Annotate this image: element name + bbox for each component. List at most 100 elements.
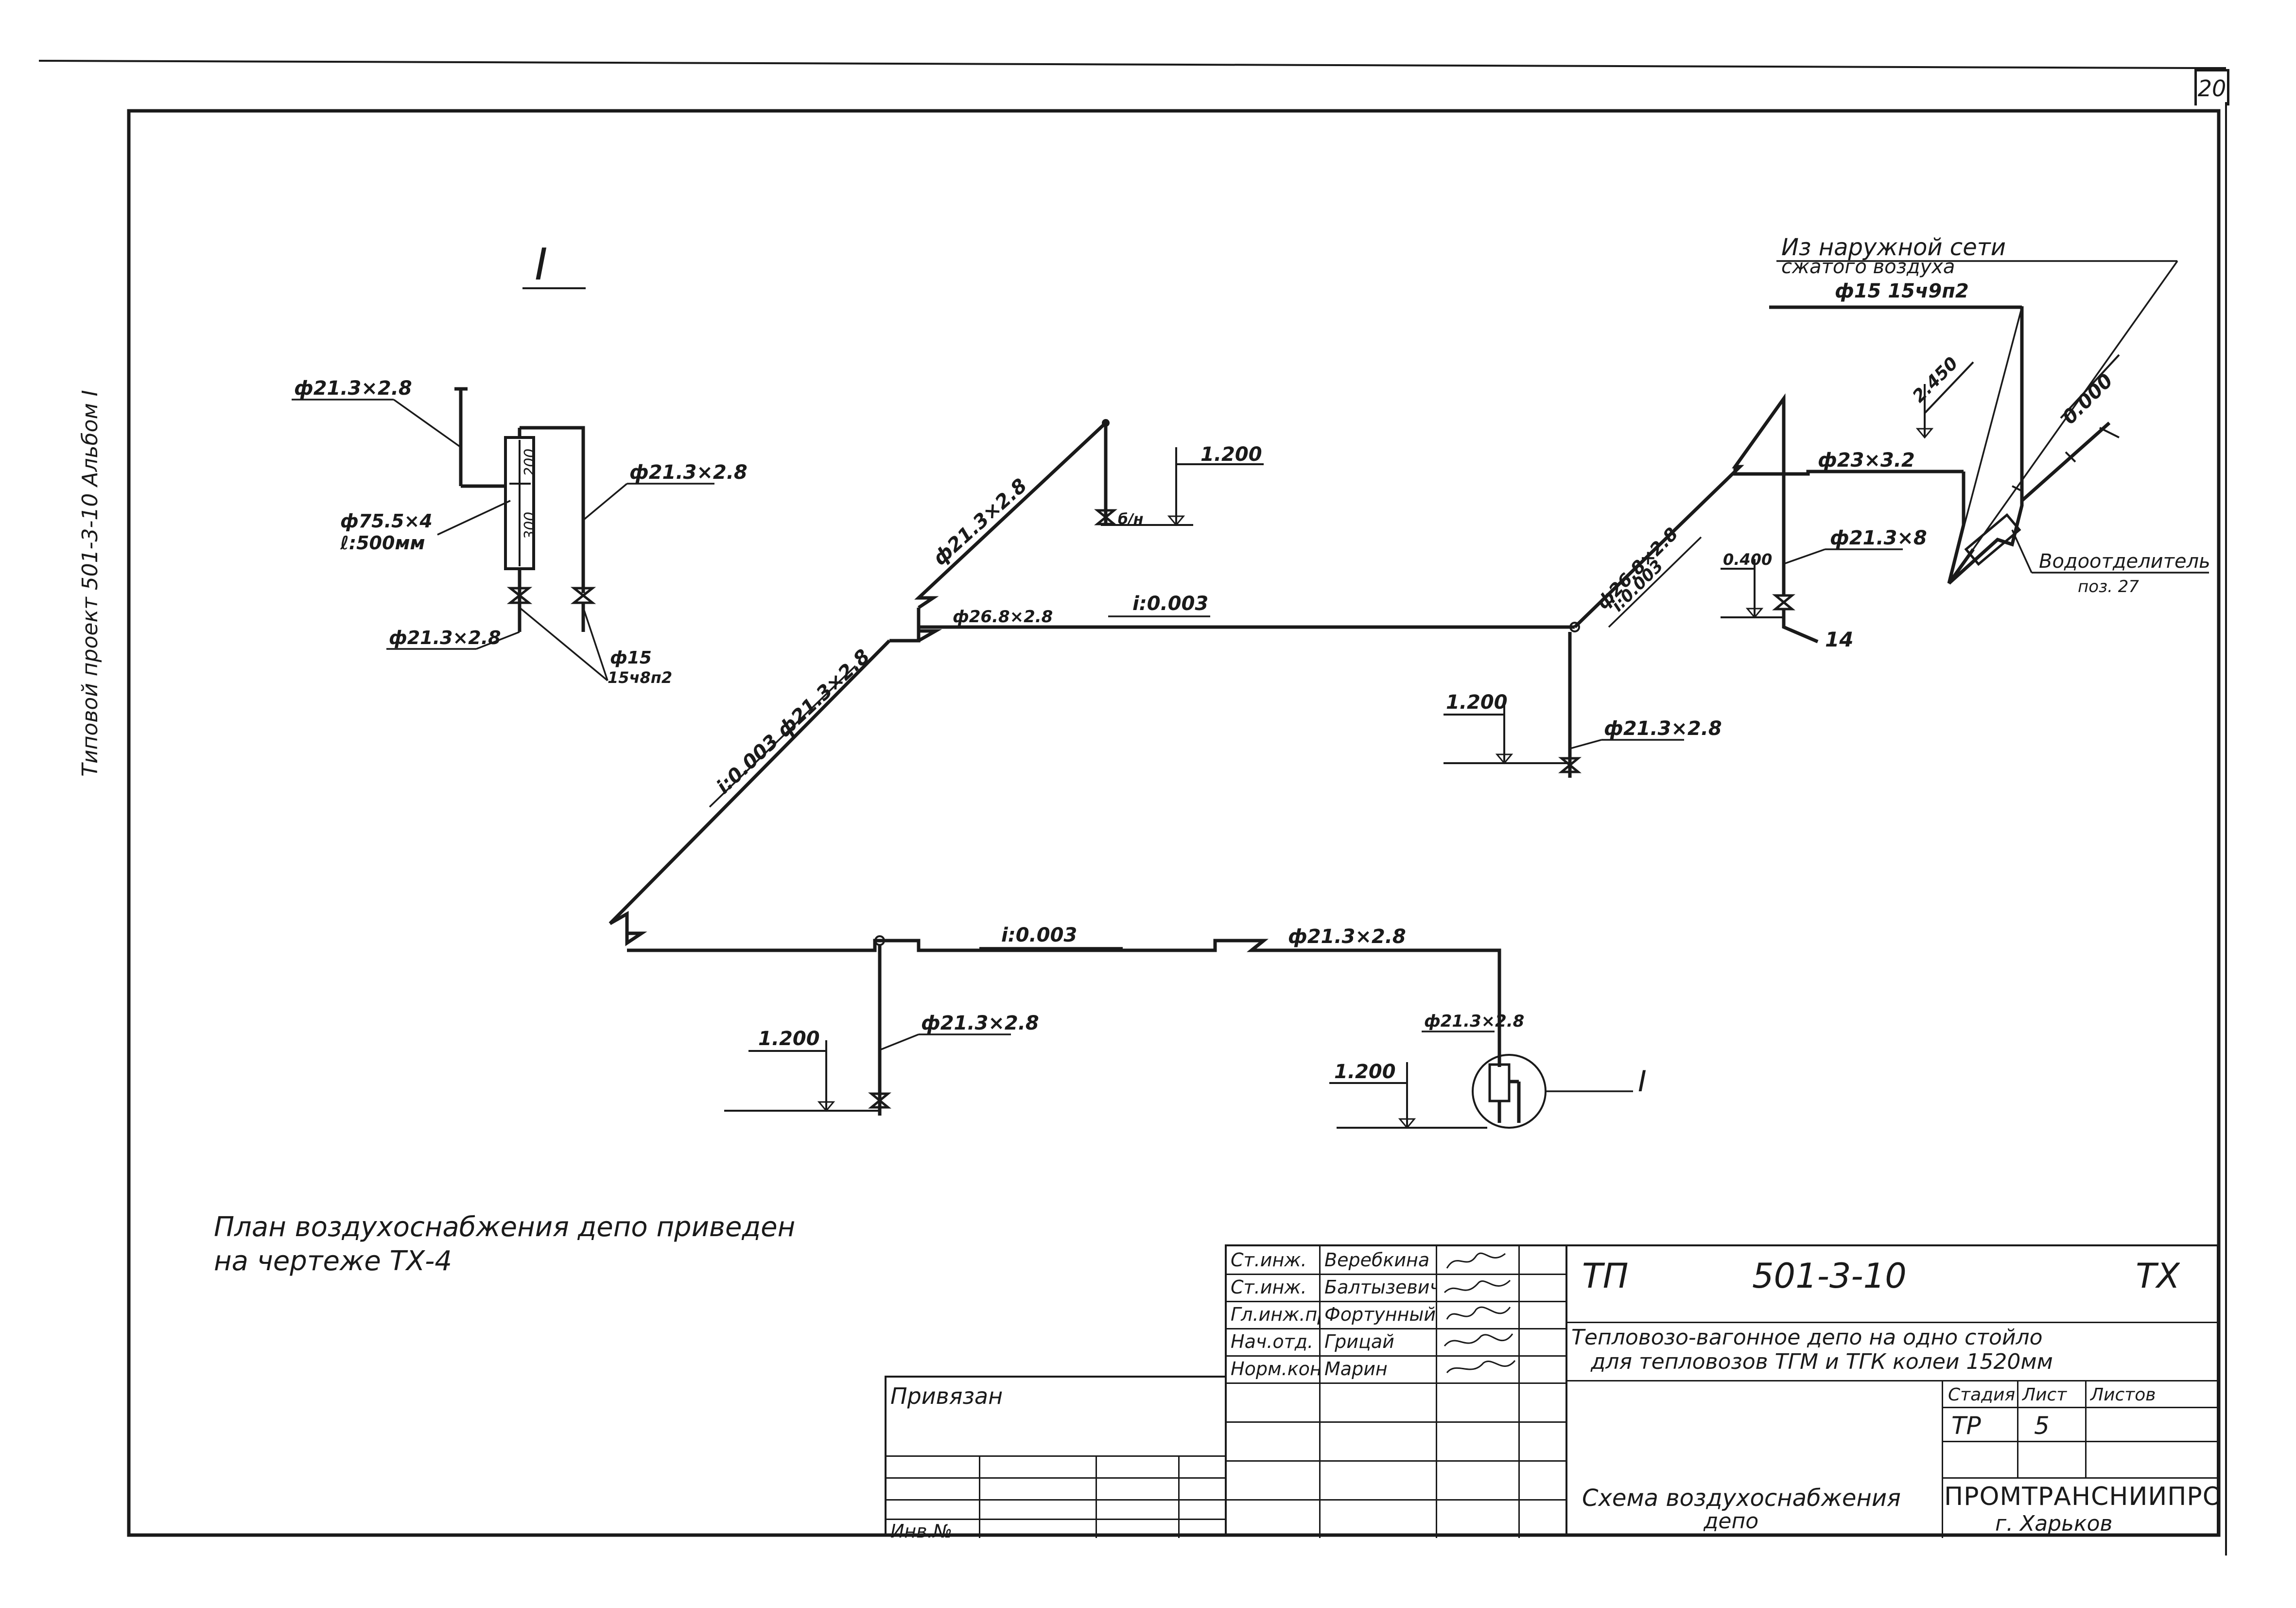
dim-200: 200 (522, 449, 539, 476)
organization: ПРОМТРАНСНИИПРОЕКТ (1944, 1482, 2219, 1511)
riser-top-node (1102, 419, 1110, 427)
valve-leader-left (519, 607, 609, 682)
riser-main (914, 419, 1108, 609)
bottom-break-2 (1250, 939, 1265, 952)
valve-note-2: 15ч8п2 (608, 668, 672, 687)
pipe-bottom-leader (476, 631, 520, 650)
detail-callout: I (1638, 1065, 1647, 1099)
bottom-pipe-label: ф21.3×2.8 (1288, 926, 1406, 948)
separator-outlet-cap (2099, 427, 2120, 438)
sig-role-2: Ст.инж. (1231, 1276, 1307, 1298)
separator-leader (2011, 529, 2033, 573)
stage-value: ТР (1951, 1412, 1981, 1440)
city: г. Харьков (1995, 1511, 2113, 1536)
sig-name-3: Фортунный (1324, 1304, 1436, 1325)
valve-14-outlet (1782, 609, 1819, 644)
elev-1200-top-mark (1167, 515, 1185, 526)
valve-leader-right (582, 607, 609, 681)
pipe-213a-label: ф21.3×8 (1830, 527, 1927, 549)
inv-label: Инв.№ (890, 1521, 953, 1542)
separator-inline-valve (2065, 451, 2076, 463)
pipe-213a-leader (1783, 548, 1826, 565)
sig-role-5: Норм.конт (1231, 1358, 1319, 1380)
drop-vessel (1488, 1063, 1511, 1102)
elev-2450-mark (1915, 428, 1934, 439)
sheet-header: Лист (2022, 1385, 2067, 1405)
drain-valve-right-icon (570, 587, 596, 604)
elev-1200-bl: 1.200 (758, 1028, 820, 1050)
sig-name-2: Балтызевич (1324, 1276, 1436, 1298)
project-title-1: Тепловозо-вагонное депо на одно стойло (1571, 1325, 2043, 1350)
drain-valve-left-icon (506, 587, 533, 604)
bound-label: Привязан (890, 1383, 1003, 1409)
plan-note: План воздухоснабжения депо приведен на ч… (214, 1210, 894, 1278)
diagonal-pipe (609, 639, 891, 925)
bottom-slope-label: i:0.003 (1001, 924, 1077, 946)
outlet-valve-top-icon (1094, 509, 1117, 525)
pipe-213c-label: ф21.3×2.8 (921, 1012, 1039, 1034)
valve-14-label: 14 (1825, 628, 1853, 651)
top-trim-line (38, 60, 2197, 69)
elev-1200-br: 1.200 (1334, 1061, 1396, 1083)
diag-pipe-label: i:0.003 ф21.3×2.8 (712, 645, 874, 798)
pipe-213d-label: ф21.3×2.8 (1424, 1012, 1524, 1031)
bottom-left-valve-icon (868, 1092, 891, 1109)
sheet-value: 5 (2034, 1412, 2050, 1440)
detail-mark: I (535, 239, 548, 290)
inlet-pipe-leader (1948, 307, 2023, 584)
signature-panel: Ст.инж. Веребкина Ст.инж. Балтызевич Гл.… (1225, 1244, 1567, 1538)
stage-header: Стадия (1948, 1385, 2016, 1405)
pipe-top-label: ф21.3×2.8 (294, 377, 412, 400)
pipe-213b-label: ф21.3×2.8 (1604, 717, 1722, 740)
elev-1200-mid-mark (1495, 753, 1513, 765)
sheet-number: 20 (2194, 69, 2229, 105)
separator-bypass (1948, 306, 2024, 585)
sig-role-4: Нач.отд. (1231, 1331, 1314, 1352)
bottom-header (627, 939, 1501, 1067)
pipe-right-leader (582, 483, 628, 521)
sig-name-4: Грицай (1324, 1331, 1394, 1352)
pipe-right-label: ф21.3×2.8 (629, 461, 748, 484)
riser-b-label: ф21.3×2.8 (929, 474, 1031, 570)
inlet-note-2: сжатого воздуха (1781, 256, 1955, 278)
pipe-top-leader (393, 399, 462, 448)
mid-right-node (1569, 622, 1580, 632)
main-title-panel: ТП 501-3-10 ТХ Тепловозо-вагонное депо н… (1565, 1244, 2219, 1538)
mid-right-valve-icon (1558, 757, 1582, 773)
inlet-pipe-label: ф15 15ч9п2 (1835, 280, 1969, 302)
sig-role-3: Гл.инж.пр (1231, 1304, 1319, 1325)
sig-name-5: Марин (1324, 1358, 1388, 1380)
plan-note-line-1: План воздухоснабжения депо приведен (214, 1211, 796, 1243)
elev-0000: 0.000 (2058, 369, 2118, 429)
top-slope-label: i:0.003 (1132, 593, 1208, 615)
sheets-header: Листов (2090, 1385, 2156, 1405)
pipe-213b-leader (1569, 739, 1602, 750)
signatures-icon (1444, 1252, 1516, 1374)
valve-note: ф15 (610, 648, 652, 668)
elev-0000-shelf (2060, 354, 2120, 419)
diagonal-break (609, 910, 647, 946)
drawing-title-1: Схема воздухоснабжения (1582, 1485, 1901, 1512)
pipe-423-label: ф23×3.2 (1818, 449, 1915, 472)
separator-pos: поз. 27 (2078, 577, 2139, 596)
project-code: 501-3-10 (1752, 1256, 1907, 1296)
elev-2450: 2.450 (1909, 353, 1962, 407)
right-header (1733, 467, 1964, 476)
water-separator (1964, 513, 2021, 566)
elev-1200-br-mark (1398, 1118, 1416, 1129)
elev-1200-top: 1.200 (1200, 443, 1262, 466)
plan-note-line-2: на чертеже ТХ-4 (214, 1245, 452, 1277)
top-pipe-label: ф26.8×2.8 (953, 607, 1053, 627)
detail-i: I 200 300 ф21.3×2.8 (292, 239, 748, 687)
sig-name-1: Веребкина (1324, 1249, 1430, 1271)
drawing-mark: ТХ (2136, 1256, 2180, 1296)
bypass-pipe (534, 426, 585, 593)
piping-scheme: б/н 1.200 ф21.3×2.8 ф26.8×2.8 i:0.003 i:… (609, 234, 2210, 1129)
vessel-size-label: ф75.5×4 (340, 510, 433, 532)
pipe-bottom-label: ф21.3×2.8 (389, 627, 501, 648)
title-block: Ст.инж. Веребкина Ст.инж. Балтызевич Гл.… (885, 1244, 2219, 1542)
dim-300: 300 (522, 512, 539, 540)
project-title-2: для тепловозов ТГМ и ТГК колеи 1520мм (1591, 1349, 2053, 1374)
